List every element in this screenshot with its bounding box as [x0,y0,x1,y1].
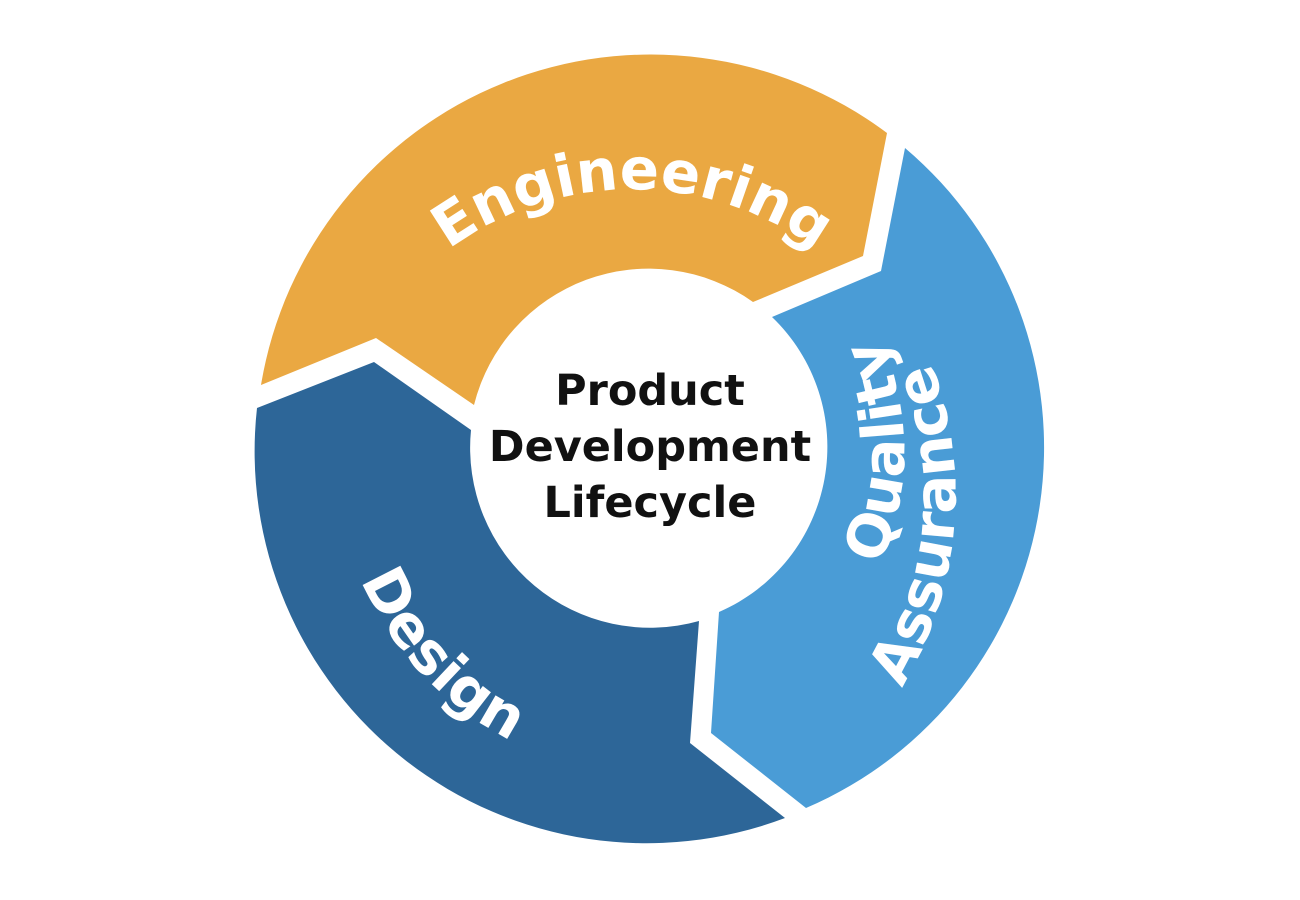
center-title: Product Development Lifecycle [470,363,830,531]
center-title-line-3: Lifecycle [543,478,757,528]
center-title-line-2: Development [488,422,812,472]
quality-assurance-segment [711,148,1045,808]
center-title-line-1: Product [555,366,745,416]
design-segment [254,362,785,844]
engineering-segment [261,54,887,405]
